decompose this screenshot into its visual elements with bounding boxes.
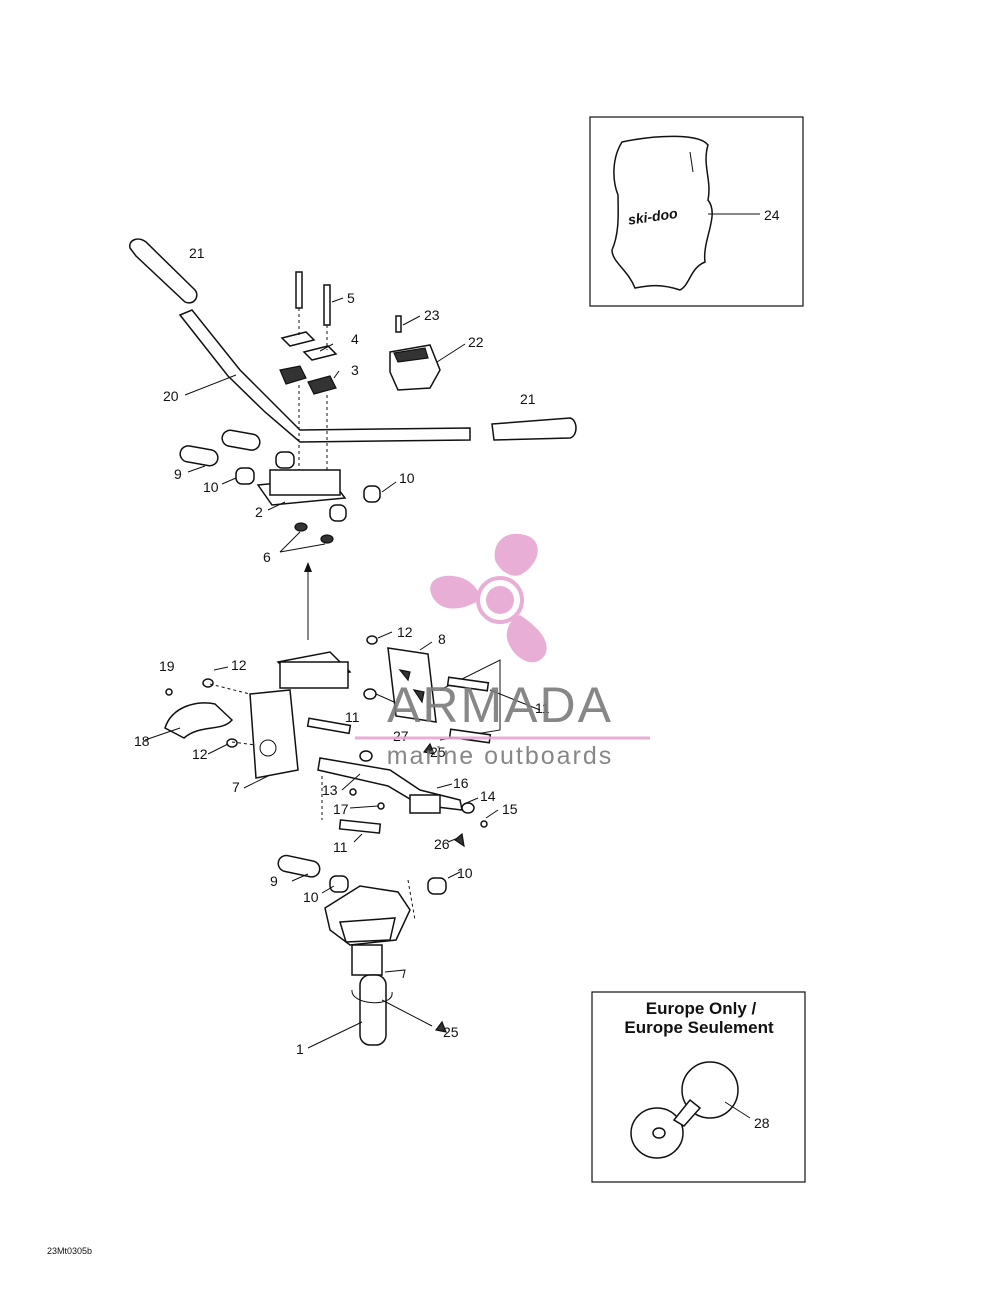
callout-13: 13 [322,782,338,798]
callout-24: 24 [764,207,780,223]
callout-15: 15 [502,801,518,817]
callout-25-low: 25 [443,1024,459,1040]
callout-28: 28 [754,1115,770,1131]
cover-logo: ski-doo [627,205,679,228]
inset-title-line2: Europe Seulement [624,1018,774,1037]
callout-18: 18 [134,733,150,749]
callout-5: 5 [347,290,355,306]
callout-21-right: 21 [520,391,536,407]
horn-inset: Europe Only / Europe Seulement [591,991,806,1183]
handlebar-assembly [129,238,577,443]
callout-4: 4 [351,331,359,347]
cap-parts [389,315,466,391]
callout-25-mid: 25 [430,744,446,760]
assembly-arrow [304,562,312,640]
watermark-brand: ARMADA [387,677,613,733]
callout-26: 26 [434,836,450,852]
middle-assembly [144,631,541,921]
propeller-icon [430,533,547,663]
callout-10-top-right: 10 [399,470,415,486]
callout-9-top: 9 [174,466,182,482]
callout-22: 22 [468,334,484,350]
callout-10-low-right: 10 [457,865,473,881]
callout-labels: 21 5 23 4 22 3 20 21 24 9 10 10 2 6 12 8… [134,207,780,1131]
callout-2: 2 [255,504,263,520]
callout-12-top: 12 [397,624,413,640]
cover-inset: ski-doo [589,116,804,307]
inset-title-line1: Europe Only / [646,999,757,1018]
callout-1: 1 [296,1041,304,1057]
callout-7: 7 [232,779,240,795]
watermark-tagline: marine outboards [387,742,614,770]
callout-17: 17 [333,801,349,817]
callout-6: 6 [263,549,271,565]
callout-20: 20 [163,388,179,404]
callout-23: 23 [424,307,440,323]
clamp-stack [279,271,344,480]
callout-14: 14 [480,788,496,804]
upper-riser [179,429,397,553]
steering-column [277,854,461,1049]
callout-3: 3 [351,362,359,378]
callout-19: 19 [159,658,175,674]
callout-12-mid: 12 [231,657,247,673]
callout-27: 27 [393,728,409,744]
callout-10-top-left: 10 [203,479,219,495]
callout-8: 8 [438,631,446,647]
figure-code: 23Mt0305b [47,1246,92,1256]
callout-11-right: 11 [535,700,550,716]
callout-11-low: 11 [333,839,348,855]
watermark: ARMADA marine outboards [355,533,650,770]
callout-12-low: 12 [192,746,208,762]
callout-16: 16 [453,775,469,791]
callout-10-low-left: 10 [303,889,319,905]
callout-9-low: 9 [270,873,278,889]
callout-21-left: 21 [189,245,205,261]
callout-11-mid: 11 [345,709,360,725]
